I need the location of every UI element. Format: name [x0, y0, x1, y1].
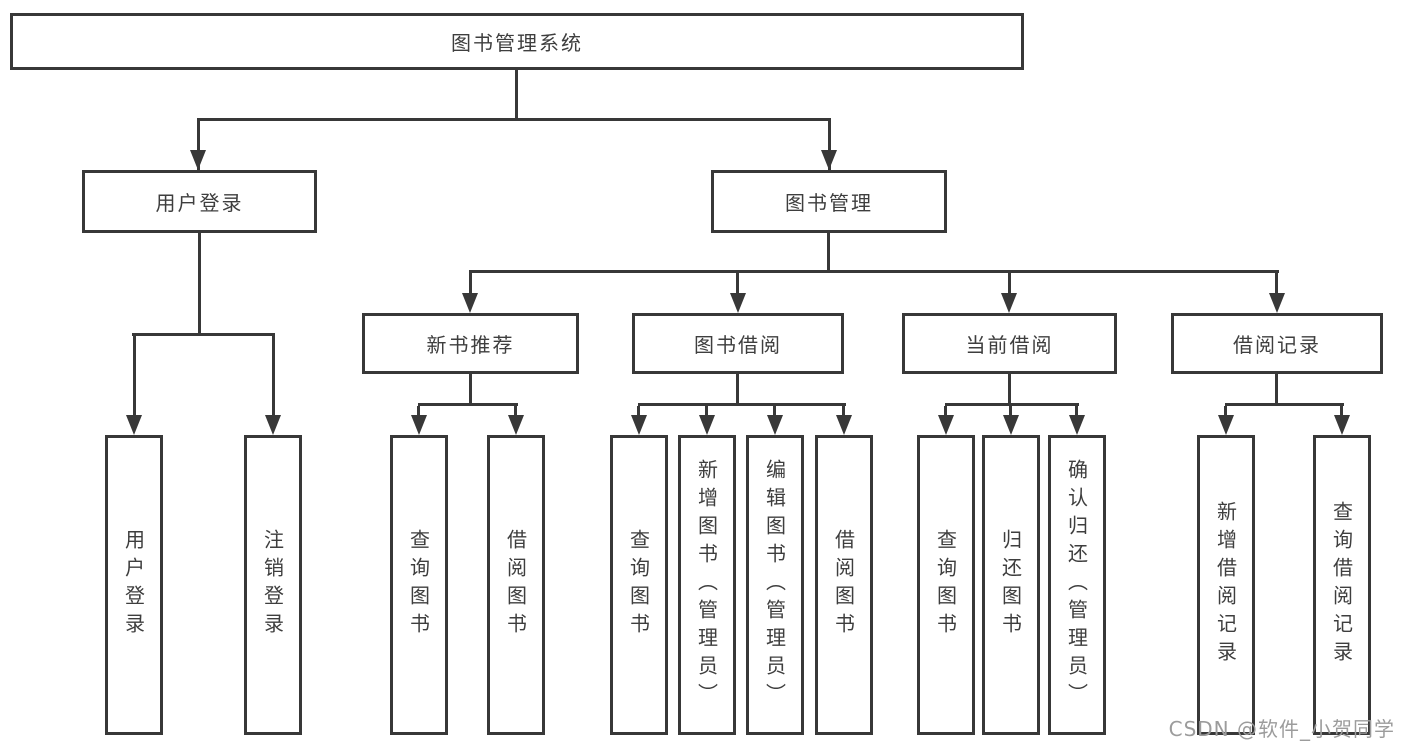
arrow-down-icon — [462, 293, 478, 313]
connector-root-drop-right — [828, 121, 831, 170]
connector-records-stem — [1275, 374, 1278, 406]
connector-current-stem — [1008, 374, 1011, 406]
connector-current-drop-1 — [944, 406, 947, 417]
node-leaf-user-login: 用户登录 — [105, 435, 163, 735]
node-leaf-logout: 注销登录 — [244, 435, 302, 735]
node-leaf-query-books-1: 查询图书 — [390, 435, 448, 735]
node-leaf-query-books-3: 查询图书 — [917, 435, 975, 735]
node-leaf-add-books-admin: 新增图书（管理员） — [678, 435, 736, 735]
node-user-login-branch: 用户登录 — [82, 170, 317, 233]
connector-records-drop-2 — [1340, 406, 1343, 417]
connector-mgmt-stem — [827, 233, 830, 273]
connector-login-drop-2 — [272, 336, 275, 415]
arrow-down-icon — [836, 415, 852, 435]
node-root: 图书管理系统 — [10, 13, 1024, 70]
arrow-down-icon — [265, 415, 281, 435]
node-leaf-query-borrow-record: 查询借阅记录 — [1313, 435, 1371, 735]
node-leaf-add-borrow-record: 新增借阅记录 — [1197, 435, 1255, 735]
connector-records-drop-1 — [1224, 406, 1227, 417]
arrow-down-icon — [1218, 415, 1234, 435]
node-section-borrow-records: 借阅记录 — [1171, 313, 1383, 374]
connector-root-drop-left — [197, 121, 200, 170]
arrow-down-icon — [631, 415, 647, 435]
connector-borrow-drop-1 — [637, 406, 640, 417]
node-leaf-return-books: 归还图书 — [982, 435, 1040, 735]
node-book-management-branch: 图书管理 — [711, 170, 947, 233]
connector-current-drop-2 — [1009, 406, 1012, 417]
connector-borrow-stem — [736, 374, 739, 406]
node-leaf-confirm-return-admin: 确认归还（管理员） — [1048, 435, 1106, 735]
connector-newbooks-drop-1 — [417, 406, 420, 417]
arrow-down-icon — [1003, 415, 1019, 435]
node-section-current-borrow: 当前借阅 — [902, 313, 1117, 374]
connector-root-stem — [515, 70, 518, 121]
connector-login-drop-1 — [133, 336, 136, 415]
connector-borrow-drop-4 — [842, 406, 845, 417]
arrow-down-icon — [190, 150, 206, 170]
connector-newbooks-stem — [469, 374, 472, 406]
connector-borrow-drop-3 — [773, 406, 776, 417]
connector-login-stem — [198, 233, 201, 336]
arrow-down-icon — [730, 293, 746, 313]
arrow-down-icon — [1069, 415, 1085, 435]
connector-newbooks-hline — [418, 403, 518, 406]
arrow-down-icon — [938, 415, 954, 435]
arrow-down-icon — [1334, 415, 1350, 435]
connector-current-hline — [945, 403, 1079, 406]
csdn-watermark: CSDN @软件_小贺同学 — [1168, 717, 1395, 741]
node-leaf-query-books-2: 查询图书 — [610, 435, 668, 735]
node-section-book-borrow: 图书借阅 — [632, 313, 844, 374]
connector-borrow-hline — [638, 403, 846, 406]
node-leaf-borrow-books-2: 借阅图书 — [815, 435, 873, 735]
connector-mgmt-drop-2 — [736, 273, 739, 295]
connector-mgmt-drop-4 — [1275, 273, 1278, 295]
arrow-down-icon — [1269, 293, 1285, 313]
arrow-down-icon — [126, 415, 142, 435]
node-leaf-edit-books-admin: 编辑图书（管理员） — [746, 435, 804, 735]
connector-root-hline — [197, 118, 831, 121]
arrow-down-icon — [1001, 293, 1017, 313]
arrow-down-icon — [411, 415, 427, 435]
connector-login-hline — [132, 333, 275, 336]
connector-newbooks-drop-2 — [514, 406, 517, 417]
connector-records-hline — [1225, 403, 1344, 406]
arrow-down-icon — [767, 415, 783, 435]
connector-borrow-drop-2 — [705, 406, 708, 417]
connector-current-drop-3 — [1075, 406, 1078, 417]
node-leaf-borrow-books-1: 借阅图书 — [487, 435, 545, 735]
connector-mgmt-hline — [469, 270, 1279, 273]
node-section-new-books: 新书推荐 — [362, 313, 579, 374]
connector-mgmt-drop-1 — [469, 273, 472, 295]
arrow-down-icon — [699, 415, 715, 435]
arrow-down-icon — [821, 150, 837, 170]
connector-mgmt-drop-3 — [1008, 273, 1011, 295]
arrow-down-icon — [508, 415, 524, 435]
